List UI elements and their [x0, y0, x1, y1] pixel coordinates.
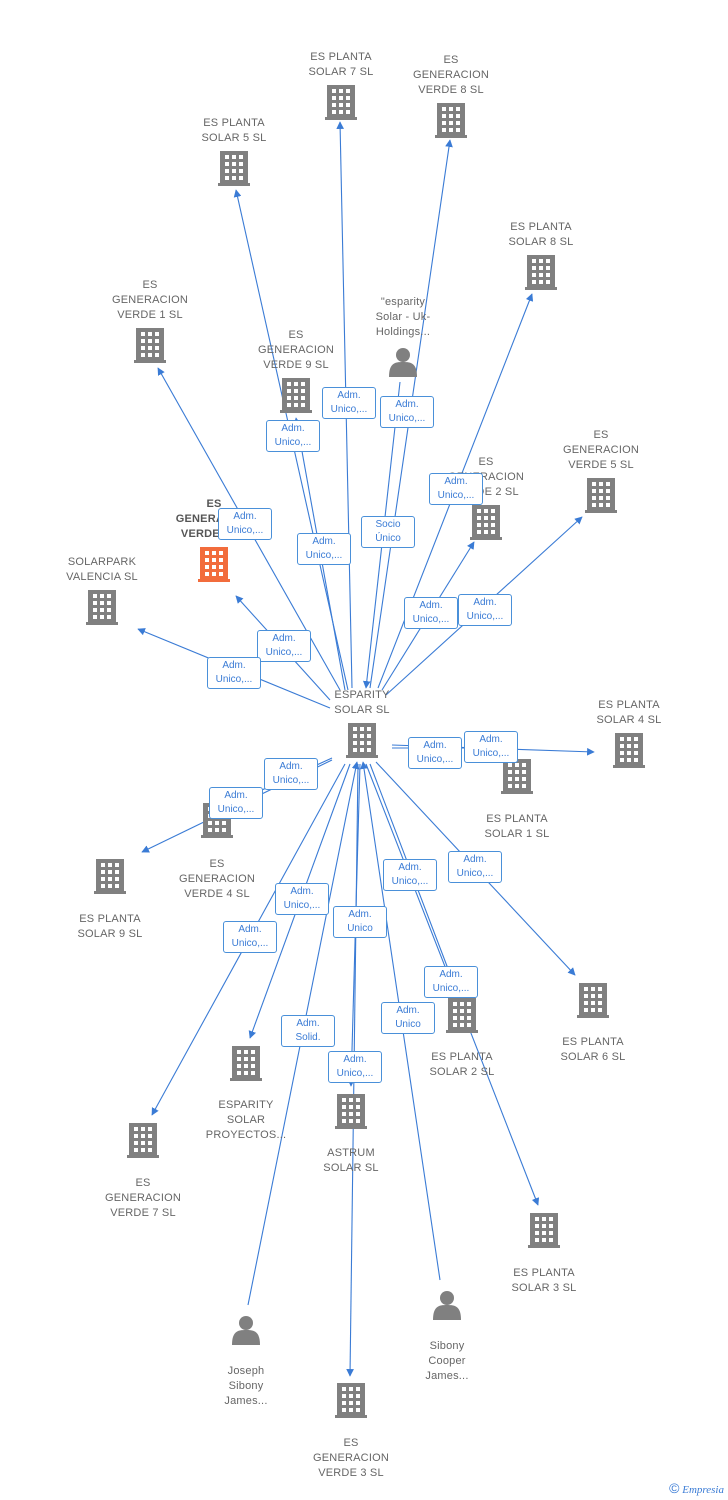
node-label-esp[interactable]: ESPARITY SOLAR PROYECTOS... — [205, 1099, 287, 1141]
node-label-ps6[interactable]: ES PLANTA SOLAR 6 SL — [560, 1036, 626, 1063]
building-icon-ps7[interactable] — [325, 85, 357, 120]
building-icon-gv5[interactable] — [585, 478, 617, 513]
edge-label-center-ps2[interactable]: Adm. Unico,... — [383, 859, 437, 891]
person-icon-scj[interactable] — [433, 1291, 461, 1320]
building-icon-center[interactable] — [346, 723, 378, 758]
edge-label-center-ps7[interactable]: Adm. Unico,... — [322, 387, 376, 419]
copyright-notice: © Empresia — [669, 1480, 724, 1496]
person-icon-uk[interactable] — [389, 348, 417, 377]
building-icon-ps2[interactable] — [446, 998, 478, 1033]
node-label-ps7[interactable]: ES PLANTA SOLAR 7 SL — [308, 51, 374, 78]
edge-label-center-gv6[interactable]: Adm. Unico,... — [257, 630, 311, 662]
building-icon-ast[interactable] — [335, 1094, 367, 1129]
node-label-gv9[interactable]: ES GENERACION VERDE 9 SL — [258, 329, 334, 371]
edge-label-center-gv4[interactable]: Adm. Unico,... — [264, 758, 318, 790]
building-icon-gv7[interactable] — [127, 1123, 159, 1158]
node-label-gv1[interactable]: ES GENERACION VERDE 1 SL — [112, 279, 188, 321]
node-label-spv[interactable]: SOLARPARK VALENCIA SL — [66, 556, 138, 583]
node-label-ps5[interactable]: ES PLANTA SOLAR 5 SL — [201, 117, 267, 144]
edge-label-center-ps3[interactable]: Adm. Unico,... — [424, 966, 478, 998]
node-label-gv8[interactable]: ES GENERACION VERDE 8 SL — [413, 54, 489, 96]
edge-label-center-gv2[interactable]: Adm. Unico,... — [404, 597, 458, 629]
edge-label-center-ps4[interactable]: Adm. Unico,... — [464, 731, 518, 763]
edge-label-center-gv1[interactable]: Adm. Unico,... — [297, 533, 351, 565]
building-icon-ps3[interactable] — [528, 1213, 560, 1248]
edge-label-jsj-center[interactable]: Adm. Solid. — [281, 1015, 335, 1047]
node-label-scj[interactable]: Sibony Cooper James... — [425, 1340, 469, 1382]
building-icon-gv3[interactable] — [335, 1383, 367, 1418]
person-icon-jsj[interactable] — [232, 1316, 260, 1345]
building-icon-ps9[interactable] — [94, 859, 126, 894]
edge-label-center-ps1[interactable]: Adm. Unico,... — [408, 737, 462, 769]
node-label-ps9[interactable]: ES PLANTA SOLAR 9 SL — [77, 913, 143, 940]
node-label-ps3[interactable]: ES PLANTA SOLAR 3 SL — [511, 1267, 577, 1294]
building-icon-gv9[interactable] — [280, 378, 312, 413]
node-label-gv7[interactable]: ES GENERACION VERDE 7 SL — [105, 1177, 181, 1219]
edge-label-center-ps9[interactable]: Adm. Unico,... — [209, 787, 263, 819]
building-icon-gv1[interactable] — [134, 328, 166, 363]
node-label-ps4[interactable]: ES PLANTA SOLAR 4 SL — [596, 699, 662, 726]
node-label-gv4[interactable]: ES GENERACION VERDE 4 SL — [179, 858, 255, 900]
building-icon-ps5[interactable] — [218, 151, 250, 186]
brand-logo: Empresia — [682, 1484, 724, 1496]
edge-label-center-spv[interactable]: Adm. Unico,... — [207, 657, 261, 689]
building-icon-ps4[interactable] — [613, 733, 645, 768]
building-icon-gv2[interactable] — [470, 505, 502, 540]
building-icon-ps6[interactable] — [577, 983, 609, 1018]
building-icon-ps1[interactable] — [501, 759, 533, 794]
edge-label-center-ps5[interactable]: Adm. Unico,... — [266, 420, 320, 452]
node-label-ast[interactable]: ASTRUM SOLAR SL — [323, 1147, 379, 1174]
edge-label-center-gv8[interactable]: Adm. Unico,... — [380, 396, 434, 428]
edge-label-center-gv7[interactable]: Adm. Unico,... — [223, 921, 277, 953]
node-label-ps8[interactable]: ES PLANTA SOLAR 8 SL — [508, 221, 574, 248]
node-label-center[interactable]: ESPARITY SOLAR SL — [334, 689, 390, 716]
building-icon-gv6[interactable] — [198, 547, 230, 582]
building-icon-esp[interactable] — [230, 1046, 262, 1081]
edge-label-center-ps6[interactable]: Adm. Unico,... — [448, 851, 502, 883]
edge-label-center-esp[interactable]: Adm. Unico,... — [275, 883, 329, 915]
edge-label-uk-center[interactable]: Socio Único — [361, 516, 415, 548]
edge-label-center-gv9[interactable]: Adm. Unico,... — [218, 508, 272, 540]
node-label-jsj[interactable]: Joseph Sibony James... — [224, 1365, 268, 1407]
node-label-gv3[interactable]: ES GENERACION VERDE 3 SL — [313, 1437, 389, 1479]
edge-label-center-gv5[interactable]: Adm. Unico,... — [458, 594, 512, 626]
edge-label-center-ps8[interactable]: Adm. Unico,... — [429, 473, 483, 505]
node-label-uk[interactable]: "esparity Solar - Uk- Holdings... — [375, 296, 431, 338]
building-icon-gv8[interactable] — [435, 103, 467, 138]
edge-label-center-gv3[interactable]: Adm. Unico,... — [328, 1051, 382, 1083]
edge-label-scj-center[interactable]: Adm. Unico — [381, 1002, 435, 1034]
node-label-gv5[interactable]: ES GENERACION VERDE 5 SL — [563, 429, 639, 471]
building-icon-spv[interactable] — [86, 590, 118, 625]
node-label-ps1[interactable]: ES PLANTA SOLAR 1 SL — [484, 813, 550, 840]
node-label-ps2[interactable]: ES PLANTA SOLAR 2 SL — [429, 1051, 495, 1078]
building-icon-ps8[interactable] — [525, 255, 557, 290]
edge-label-center-ast[interactable]: Adm. Unico — [333, 906, 387, 938]
